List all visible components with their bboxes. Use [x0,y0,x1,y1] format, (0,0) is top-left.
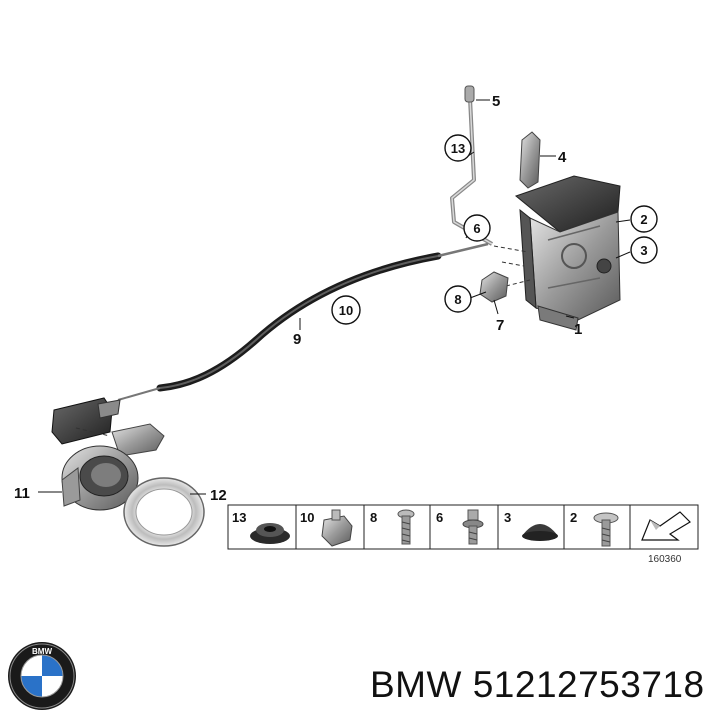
callout-11: 11 [14,485,30,502]
cable-end-bracket [51,397,121,445]
callout-8: 8 [444,285,472,313]
parts-legend-strip: 13 10 8 6 3 2 [227,504,699,550]
legend-label-6: 6 [436,510,443,525]
grommet-icon [250,523,290,544]
door-lock-body [514,175,621,331]
legend-label-2: 2 [570,510,577,525]
svg-text:3: 3 [640,243,647,258]
svg-text:8: 8 [454,292,461,307]
callout-4: 4 [558,149,567,166]
svg-text:6: 6 [473,221,480,236]
bmw-logo: BMW [8,642,76,710]
svg-text:7: 7 [496,317,504,334]
legend-label-13: 13 [232,510,246,525]
bowden-cable [117,242,489,401]
svg-text:2: 2 [640,212,647,227]
assembly-dashes [493,245,531,287]
svg-text:12: 12 [210,487,227,504]
svg-text:BMW: BMW [32,647,52,656]
handle-housing [61,423,165,511]
brand-name: BMW [370,664,462,705]
svg-text:4: 4 [558,149,567,166]
callout-6: 6 [463,214,491,242]
diagram-code: 160360 [648,554,682,565]
svg-text:1: 1 [574,321,582,338]
callout-1: 1 [574,321,582,338]
legend-label-8: 8 [370,510,377,525]
callout-2: 2 [630,205,658,233]
svg-text:5: 5 [492,93,500,110]
legend-label-3: 3 [504,510,511,525]
callout-12: 12 [210,487,227,504]
callout-10: 10 [331,295,361,325]
plug-cap-icon [522,524,558,541]
callout-5: 5 [492,93,500,110]
legend-label-10: 10 [300,510,314,525]
callout-7: 7 [496,317,504,334]
clip-part [479,271,509,303]
svg-text:11: 11 [14,485,30,502]
trim-ring [123,477,205,547]
brand-part-number: BMW 51212753718 [370,664,705,706]
stud-icon [462,509,484,545]
svg-text:10: 10 [339,303,353,318]
orientation-arrow-icon [641,511,691,541]
bracket-part [519,131,541,189]
part-number: 51212753718 [472,664,705,705]
svg-text:13: 13 [451,141,465,156]
screw-icon [397,509,415,545]
callout-3: 3 [630,236,658,264]
callout-9: 9 [293,331,301,348]
callout-13: 13 [444,134,472,162]
cable-clip-icon [321,509,353,547]
svg-text:9: 9 [293,331,301,348]
torx-screw-icon [593,512,619,547]
